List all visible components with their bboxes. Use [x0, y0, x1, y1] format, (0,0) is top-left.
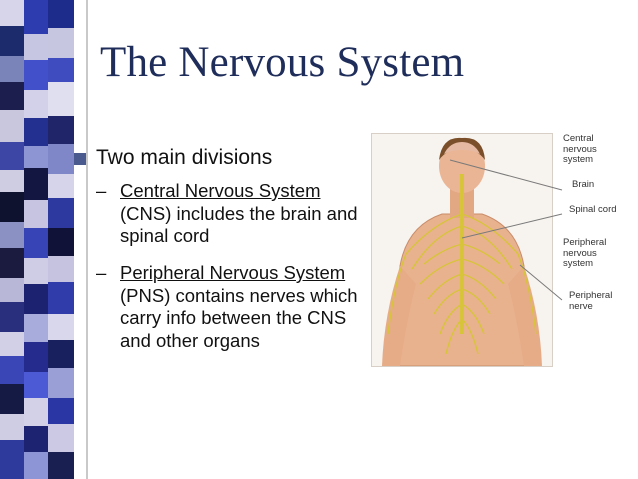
pns-term: Peripheral Nervous System — [120, 262, 346, 283]
pns-description: (PNS) contains nerves which carry info b… — [120, 284, 358, 351]
stripe-column — [0, 0, 24, 479]
square-bullet-icon — [74, 153, 86, 165]
cns-term: Central Nervous System — [120, 180, 321, 201]
label-cns: Central nervous system — [563, 133, 597, 165]
body-diagram — [382, 137, 542, 367]
main-bullet: Two main divisions — [74, 146, 272, 170]
stripe-column — [48, 0, 74, 479]
cns-description: (CNS) includes the brain and spinal cord — [120, 202, 358, 247]
vertical-divider — [86, 0, 88, 479]
dash-marker: – — [96, 180, 107, 201]
label-peripheral-nerve: Peripheral nerve — [569, 290, 613, 312]
sub-bullet-body: Central Nervous System (CNS) includes th… — [120, 180, 370, 248]
sub-bullet-body: Peripheral Nervous System (PNS) contains… — [120, 262, 370, 352]
label-brain: Brain — [572, 179, 595, 190]
decorative-color-stripe — [0, 0, 74, 479]
label-pns: Peripheral nervous system — [563, 237, 607, 269]
label-leader-lines — [449, 159, 563, 301]
slide-title: The Nervous System — [100, 39, 465, 86]
stripe-column — [24, 0, 48, 479]
label-spinal-cord: Spinal cord — [569, 204, 617, 215]
dash-marker: – — [96, 262, 107, 283]
nervous-system-illustration — [371, 133, 553, 367]
sub-bullet-pns: – Peripheral Nervous System (PNS) contai… — [96, 262, 386, 392]
sub-bullet-cns: – Central Nervous System (CNS) includes … — [96, 180, 386, 250]
bullet-text: Two main divisions — [96, 146, 273, 169]
